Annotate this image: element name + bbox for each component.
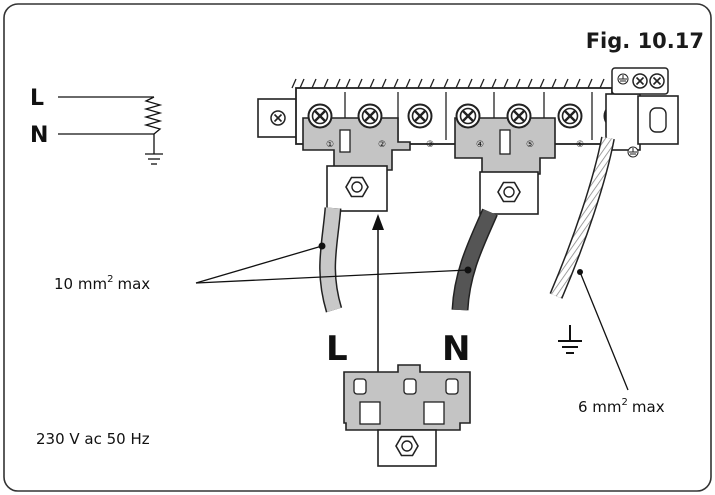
terminal-number-1: ① [326, 140, 334, 150]
terminal-screw-3 [407, 103, 433, 129]
schematic-line-label: L [30, 86, 44, 111]
terminal-screw-4 [455, 103, 481, 129]
schematic-neutral-label: N [30, 123, 48, 148]
terminal-number-4: ④ [476, 140, 484, 150]
supply-schematic: L N [30, 86, 163, 165]
terminal-screw-2 [357, 103, 383, 129]
loose-bridge-part [343, 364, 471, 467]
terminal-block: ① ② ③ ④ ⑤ ⑥ [257, 67, 679, 215]
supply-spec: 230 V ac 50 Hz [36, 430, 150, 448]
figure-title: Fig. 10.17 [586, 29, 704, 53]
earth-symbol-icon [558, 325, 582, 354]
terminal-number-2: ② [378, 140, 386, 150]
schematic-earth-icon [145, 153, 163, 165]
coil-symbol [143, 96, 163, 135]
terminal-number-3: ③ [426, 140, 434, 150]
earth-mark-icon [617, 73, 639, 158]
terminal-fins [291, 78, 605, 89]
terminal-number-6: ⑥ [576, 140, 584, 150]
live-bridge [302, 117, 411, 171]
live-label: L [326, 329, 348, 369]
terminal-number-5: ⑤ [526, 140, 534, 150]
insert-arrow-icon [372, 214, 384, 230]
neutral-label: N [442, 329, 470, 369]
terminal-screw-1 [307, 103, 333, 129]
terminal-screw-6 [557, 103, 583, 129]
terminal-screw-5 [506, 103, 532, 129]
